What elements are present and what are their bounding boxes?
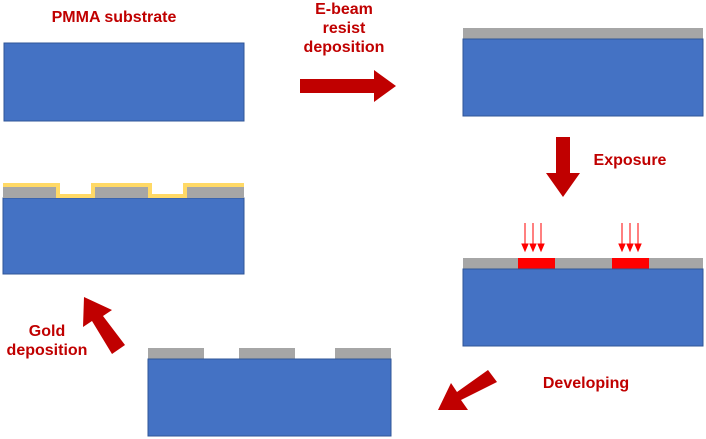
exposure-beam-arrows <box>521 223 642 253</box>
step-gold-coated <box>2 183 245 275</box>
label-line: deposition <box>6 342 88 359</box>
exposed-region <box>518 258 555 269</box>
arrow-up-left-icon <box>83 297 125 354</box>
arrow-right-icon <box>300 70 396 102</box>
resist-segment <box>335 348 391 359</box>
label-line: resist <box>322 20 366 37</box>
exposed-region <box>612 258 649 269</box>
arrow-down-icon <box>546 137 580 197</box>
label-exposure: Exposure <box>593 152 667 169</box>
label-line: deposition <box>303 39 385 56</box>
arrow-down-left-icon <box>438 370 497 410</box>
step-resist-coated <box>462 28 704 117</box>
substrate-block <box>2 197 245 275</box>
label-pmma-substrate: PMMA substrate <box>51 9 177 26</box>
label-ebeam-resist-deposition: E-beam resist deposition <box>298 0 390 57</box>
resist-segment <box>91 187 151 198</box>
resist-layer <box>463 28 703 39</box>
step-substrate <box>3 42 245 122</box>
substrate-block <box>462 268 704 347</box>
gold-layer <box>3 183 244 198</box>
substrate-block <box>147 358 392 437</box>
resist-segment <box>239 348 295 359</box>
substrate-block <box>462 38 704 117</box>
label-gold-deposition: Gold deposition <box>2 322 92 360</box>
substrate-block <box>3 42 245 122</box>
resist-segment <box>148 348 204 359</box>
resist-layer <box>463 258 703 269</box>
resist-segment <box>187 187 244 198</box>
label-line: E-beam <box>315 1 373 18</box>
label-line: Gold <box>28 323 66 340</box>
step-exposed <box>462 223 704 347</box>
resist-segment <box>3 187 60 198</box>
label-developing: Developing <box>542 375 630 392</box>
step-developed <box>147 348 392 437</box>
